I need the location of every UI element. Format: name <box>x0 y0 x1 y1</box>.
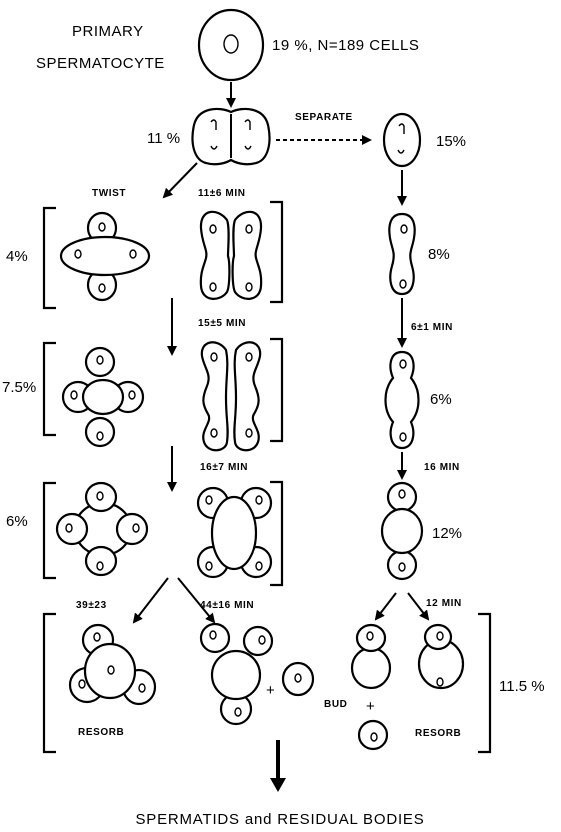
time-1-label: 11±6 MIN <box>198 188 246 199</box>
bracket-right-row5 <box>478 612 492 754</box>
primary-spermatocyte-cell <box>197 8 265 82</box>
pct-75-label: 7.5% <box>2 379 36 396</box>
pct-11-label: 11 % <box>147 130 180 147</box>
time-right-3-label: 12 MIN <box>426 598 462 609</box>
plus-right-label: + <box>366 698 375 715</box>
resorb-right-cells <box>417 623 465 690</box>
pct-6-left-label: 6% <box>6 513 28 530</box>
dumbbell-pair-row2 <box>199 210 263 300</box>
bracket-right-row3 <box>270 337 284 443</box>
pct-115-label: 11.5 % <box>499 678 545 695</box>
pct-4-label: 4% <box>6 248 28 265</box>
separated-cell <box>382 112 422 168</box>
pct-8-label: 8% <box>428 246 450 263</box>
lobed-pair-row3 <box>200 341 262 452</box>
time-3-label: 16±7 MIN <box>200 462 248 473</box>
arrow-to-bud-right <box>374 592 397 621</box>
resorb-left-cells <box>68 623 157 706</box>
time-right-2-label: 16 MIN <box>424 462 460 473</box>
elongated-cell-row2 <box>388 212 416 296</box>
arrow-to-resorb-left <box>132 577 169 624</box>
arrow-to-resorb-right <box>407 592 430 621</box>
time-4b-label: 44±16 MIN <box>200 600 254 611</box>
bottom-caption: SPERMATIDS and RESIDUAL BODIES <box>135 811 424 828</box>
time-2-label: 15±5 MIN <box>198 318 246 329</box>
bud-label: BUD <box>324 699 347 710</box>
arrow-to-twist <box>162 162 198 199</box>
four-cell-ring-row4 <box>55 481 149 577</box>
plus-left-label: + <box>266 682 275 699</box>
top-count-label: 19 %, N=189 CELLS <box>272 37 419 54</box>
bud-left-cells <box>199 622 274 726</box>
pct-6-right-label: 6% <box>430 391 452 408</box>
bracket-right-row2 <box>270 200 284 304</box>
time-4a-label: 39±23 <box>76 600 107 611</box>
bud-right-cells <box>350 623 392 690</box>
twisted-cross-cell-row2 <box>59 211 151 302</box>
resorb-right-label: RESORB <box>415 728 461 739</box>
pct-15-label: 15% <box>436 133 466 150</box>
constricted-cell-row3 <box>384 350 420 450</box>
bracket-left-row3 <box>42 341 56 437</box>
separate-label: SEPARATE <box>295 112 353 123</box>
dividing-cell <box>191 107 271 166</box>
title-spermatocyte: SPERMATOCYTE <box>36 55 165 72</box>
title-primary: PRIMARY <box>72 23 144 40</box>
four-cell-oval-row4 <box>196 486 273 579</box>
bracket-left-row2 <box>42 206 56 310</box>
bracket-left-row5 <box>42 612 56 754</box>
bracket-left-row4 <box>42 481 56 580</box>
twist-label: TWIST <box>92 188 126 199</box>
bracket-right-row4 <box>270 480 284 587</box>
arrow-final-head <box>270 778 286 792</box>
time-right-1-label: 6±1 MIN <box>411 322 453 333</box>
chain-cell-row4 <box>380 481 424 581</box>
arrow-to-bud-left <box>177 577 216 624</box>
resorb-left-label: RESORB <box>78 727 124 738</box>
pct-12-label: 12% <box>432 525 462 542</box>
residual-body-right <box>357 719 389 751</box>
four-lobe-cross-row3 <box>61 346 145 448</box>
residual-body-left <box>281 661 315 697</box>
